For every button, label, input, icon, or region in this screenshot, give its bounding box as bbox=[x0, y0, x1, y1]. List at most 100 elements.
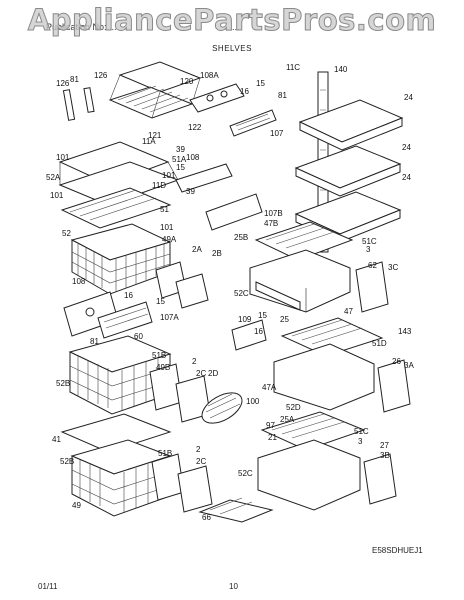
callout-label: 3C bbox=[388, 263, 398, 272]
callout-label: 101 bbox=[56, 153, 70, 162]
callout-label: 52C bbox=[238, 469, 253, 478]
callout-label: 51B bbox=[158, 449, 172, 458]
callout-label: 52A bbox=[46, 173, 61, 182]
callout-label: 51A bbox=[172, 155, 187, 164]
callout-label: 24 bbox=[402, 143, 411, 152]
cover-107b bbox=[205, 193, 263, 231]
callout-label: 126 bbox=[56, 79, 70, 88]
drawer-3b bbox=[257, 439, 361, 511]
callout-label: 25A bbox=[280, 415, 295, 424]
callout-label: 49B bbox=[156, 363, 170, 372]
callout-label: 97 bbox=[266, 421, 275, 430]
callout-label: 3A bbox=[404, 361, 414, 370]
fan-97 bbox=[201, 392, 243, 424]
publication-label: Publication No: ... bbox=[46, 22, 117, 32]
callout-label: 3 bbox=[358, 437, 363, 446]
callout-label: 2 bbox=[196, 445, 201, 454]
callout-label: 52D bbox=[286, 403, 301, 412]
callout-label: 101 bbox=[50, 191, 64, 200]
drawer-26 bbox=[273, 343, 375, 411]
callout-label: 3 bbox=[366, 245, 371, 254]
crisper-cover-25a bbox=[260, 411, 366, 451]
callout-label: 101 bbox=[162, 171, 176, 180]
callout-label: 108A bbox=[200, 71, 219, 80]
callout-label: 51C bbox=[354, 427, 369, 436]
side-bracket-3c bbox=[355, 261, 389, 313]
crisper-cover-25 bbox=[280, 317, 384, 357]
callout-label: 2D bbox=[208, 369, 218, 378]
callout-label: 25B bbox=[234, 233, 248, 242]
callout-label: 11D bbox=[152, 181, 166, 190]
callout-label: 41 bbox=[52, 435, 61, 444]
callout-label: 108 bbox=[72, 277, 86, 286]
callout-label: 16 bbox=[254, 327, 263, 336]
cover-108 bbox=[175, 163, 233, 193]
callout-label: 122 bbox=[188, 123, 202, 132]
shelf-24-top bbox=[298, 99, 404, 151]
callout-label: 107B bbox=[264, 209, 283, 218]
callout-label: 52C bbox=[234, 289, 249, 298]
callout-label: 25 bbox=[280, 315, 289, 324]
side-bracket-3b bbox=[363, 453, 397, 505]
callout-label: 47B bbox=[264, 219, 278, 228]
callout-label: 15 bbox=[156, 297, 165, 306]
callout-label: 81 bbox=[90, 337, 99, 346]
shelf-cover-108a bbox=[189, 83, 245, 113]
callout-label: 2A bbox=[192, 245, 202, 254]
callout-label: 15 bbox=[176, 163, 185, 172]
glass-shelf-41 bbox=[60, 413, 172, 453]
callout-label: 16 bbox=[240, 87, 249, 96]
drawer-front-52c bbox=[255, 281, 301, 311]
callout-label: 126 bbox=[94, 71, 108, 80]
callout-label: 52B bbox=[56, 379, 70, 388]
crisper-cover-25b bbox=[254, 221, 354, 261]
footer-date: 01/11 bbox=[38, 582, 58, 591]
model-label: ... bbox=[232, 22, 240, 32]
control-109 bbox=[231, 319, 267, 351]
callout-label: 39 bbox=[186, 187, 195, 196]
cover-107 bbox=[229, 109, 277, 137]
bin-bracket-49b bbox=[149, 363, 211, 423]
shelf-24-mid bbox=[294, 145, 402, 197]
wire-basket-52 bbox=[70, 223, 172, 295]
callout-label: 109 bbox=[238, 315, 252, 324]
bin-bracket-2a bbox=[155, 261, 209, 309]
callout-label: 49 bbox=[72, 501, 81, 510]
callout-label: 107 bbox=[270, 129, 284, 138]
cover-107a bbox=[97, 301, 153, 339]
callout-label: 47 bbox=[344, 307, 353, 316]
callout-label: 47A bbox=[262, 383, 277, 392]
callout-label: 51C bbox=[362, 237, 377, 246]
callout-label: 15 bbox=[256, 79, 265, 88]
crisper-tray-120 bbox=[108, 61, 202, 119]
callout-label: 51D bbox=[372, 339, 387, 348]
slide-rail-126 bbox=[62, 87, 95, 121]
callout-label: 2 bbox=[192, 357, 197, 366]
callout-label: 11C bbox=[286, 63, 300, 72]
site-watermark: AppliancePartsPros.com bbox=[27, 3, 437, 38]
callout-label: 60 bbox=[134, 332, 143, 341]
callout-label: 3B bbox=[380, 451, 390, 460]
section-title: SHELVES bbox=[212, 44, 252, 53]
callout-label: 52 bbox=[62, 229, 71, 238]
page-number: 10 bbox=[229, 582, 238, 591]
callout-label: 120 bbox=[180, 77, 194, 86]
bin-bracket-2c bbox=[151, 453, 213, 513]
callout-label: 11A bbox=[142, 137, 156, 146]
callout-label: 81 bbox=[278, 91, 287, 100]
callout-label: 62 bbox=[368, 261, 377, 270]
callout-label: 16 bbox=[124, 291, 133, 300]
side-bracket-3a bbox=[377, 359, 411, 413]
callout-label: 52B bbox=[60, 457, 74, 466]
diagram-code: E58SDHUEJ1 bbox=[372, 546, 423, 555]
callout-label: 21 bbox=[268, 433, 277, 442]
callout-label: 24 bbox=[404, 93, 413, 102]
callout-label: 2C bbox=[196, 457, 206, 466]
callout-label: 49A bbox=[162, 235, 177, 244]
callout-label: 24 bbox=[402, 173, 411, 182]
callout-label: 2C bbox=[196, 369, 206, 378]
callout-label: 121 bbox=[148, 131, 162, 140]
callout-label: 108 bbox=[186, 153, 200, 162]
